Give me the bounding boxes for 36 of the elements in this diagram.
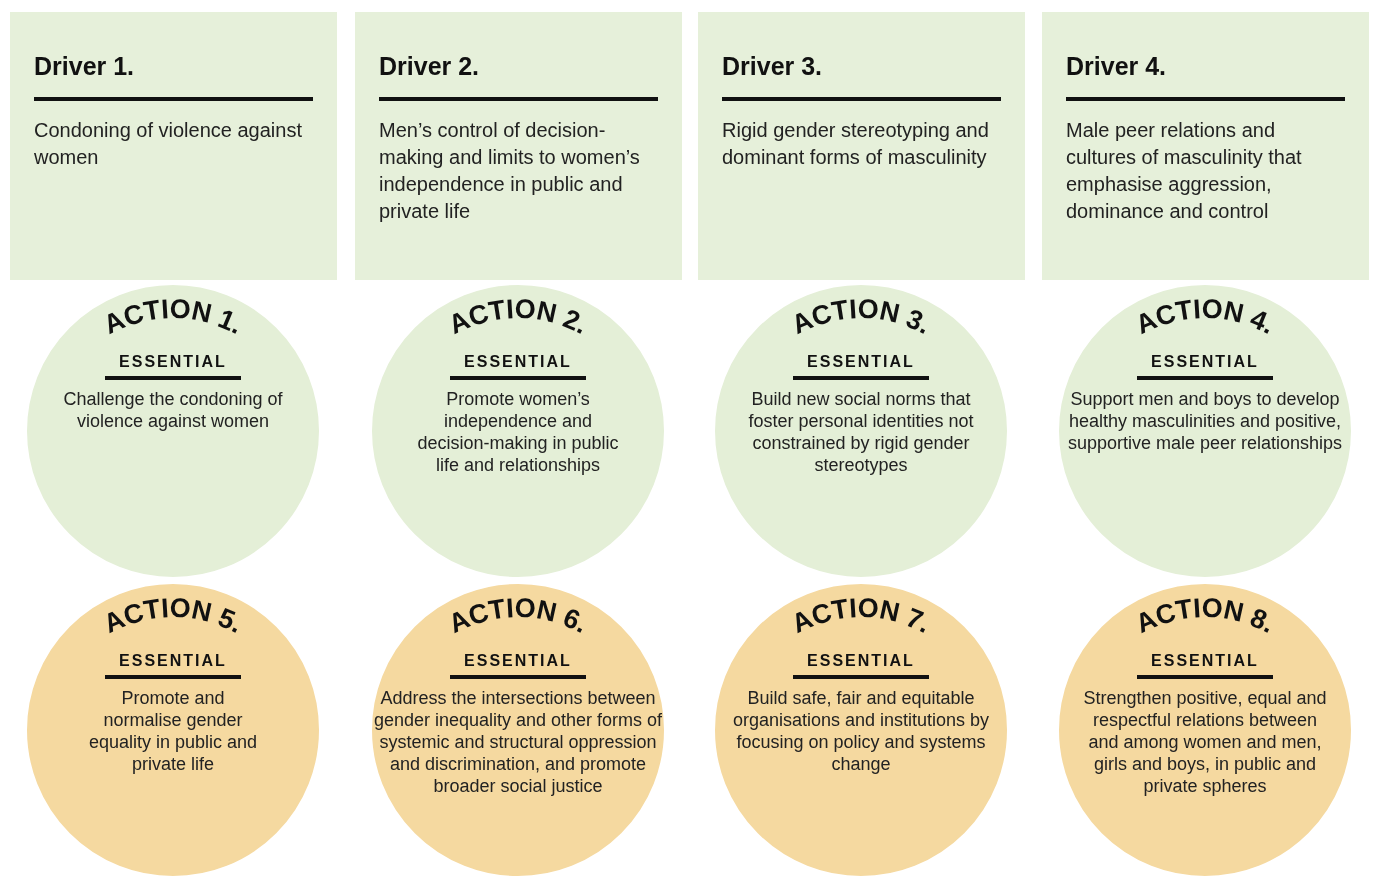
driver-heading: Driver 1. <box>34 52 313 101</box>
essential-tag: ESSENTIAL <box>105 652 241 679</box>
action-description: Support men and boys to develop healthy masculinities and positive, supportive male peer relationships <box>1066 388 1344 454</box>
driver-panel <box>10 12 337 280</box>
action-description: Promote women’s independence and decision-making in public life and relationships <box>416 388 620 476</box>
essential-tag: ESSENTIAL <box>793 353 929 380</box>
driver-description: Rigid gender stereotyping and dominant forms of masculinity <box>722 118 990 170</box>
action-heading: ACTION 4. <box>1131 293 1280 341</box>
action-heading: ACTION 5. <box>99 592 248 640</box>
essential-tag: ESSENTIAL <box>450 353 586 380</box>
driver-description: Condoning of violence against women <box>34 118 303 170</box>
driver-description: Men’s control of decision-making and limits to women’s independence in public and private life <box>379 118 641 224</box>
action-description: Build new social norms that foster personal identities not constrained by rigid gender stereotypes <box>747 388 975 476</box>
action-description: Promote and normalise gender equality in public and private life <box>87 687 259 775</box>
essential-tag: ESSENTIAL <box>1137 652 1273 679</box>
action-heading: ACTION 1. <box>99 293 248 341</box>
action-heading: ACTION 2. <box>444 293 593 341</box>
action-heading: ACTION 6. <box>444 592 593 640</box>
action-heading: ACTION 8. <box>1131 592 1280 640</box>
driver-heading: Driver 3. <box>722 52 1001 101</box>
driver-panel <box>1042 12 1369 280</box>
essential-tag: ESSENTIAL <box>1137 353 1273 380</box>
driver-heading: Driver 2. <box>379 52 658 101</box>
action-description: Challenge the condoning of violence against women <box>62 388 284 432</box>
essential-tag: ESSENTIAL <box>450 652 586 679</box>
action-heading: ACTION 3. <box>787 293 936 341</box>
action-description: Build safe, fair and equitable organisations and institutions by focusing on policy and systems change <box>731 687 991 775</box>
action-heading: ACTION 7. <box>787 592 936 640</box>
action-description: Address the intersections between gender inequality and other forms of systemic and structural oppression and discrimination, and promote broader social justice <box>372 687 664 797</box>
essential-tag: ESSENTIAL <box>793 652 929 679</box>
driver-heading: Driver 4. <box>1066 52 1345 101</box>
driver-description: Male peer relations and cultures of masculinity that emphasise aggression, dominance and control <box>1066 118 1303 224</box>
essential-tag: ESSENTIAL <box>105 353 241 380</box>
driver-panel <box>698 12 1025 280</box>
driver-panel <box>355 12 682 280</box>
action-description: Strengthen positive, equal and respectful relations between and among women and men, girls and boys, in public and private spheres <box>1082 687 1328 797</box>
